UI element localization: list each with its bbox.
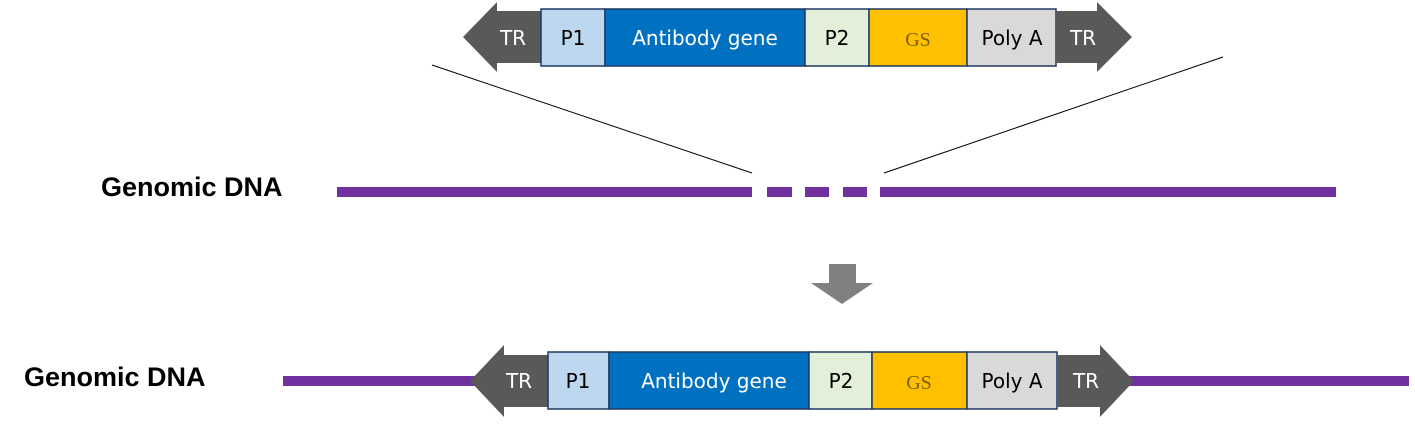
polya-text-top: Poly A [981,26,1042,50]
antibody-text-top: Antibody gene [632,26,778,50]
tr-left-text-bottom: TR [505,369,532,393]
p2-box-top [804,8,870,67]
tr-right-text-top: TR [1069,26,1096,50]
tr-right-arrow-top [1056,2,1132,72]
tr-left-arrow-top [463,2,541,72]
polya-box-top [966,8,1057,67]
insertion-line-left [431,64,753,174]
p1-box-bottom [547,351,610,410]
construct-bottom: TR P1 Antibody gene P2 GS Poly A TR [470,345,1134,417]
genomic-dna-label-bottom: Genomic DNA [24,362,206,392]
tr-right-text-bottom: TR [1072,369,1099,393]
insertion-line-right [883,56,1224,174]
antibody-text-bottom: Antibody gene [641,369,787,393]
p2-text-top: P2 [825,26,850,50]
construct-top: TR P1 Antibody gene P2 GS Poly A TR [463,2,1132,72]
p1-text-top: P1 [561,26,586,50]
gs-box-top [868,8,968,67]
antibody-box-top [604,8,806,67]
tr-right-arrow-bottom [1057,345,1134,417]
tr-left-text-top: TR [499,26,526,50]
genomic-dna-label-top: Genomic DNA [101,172,283,202]
p1-text-bottom: P1 [566,369,591,393]
p2-text-bottom: P2 [829,369,854,393]
p2-box-bottom [808,351,873,410]
down-arrow [811,264,873,304]
tr-left-arrow-bottom [470,345,548,417]
gs-text-top: GS [905,29,931,51]
polya-text-bottom: Poly A [981,369,1042,393]
gs-text-bottom: GS [906,372,932,394]
polya-box-bottom [966,351,1058,410]
